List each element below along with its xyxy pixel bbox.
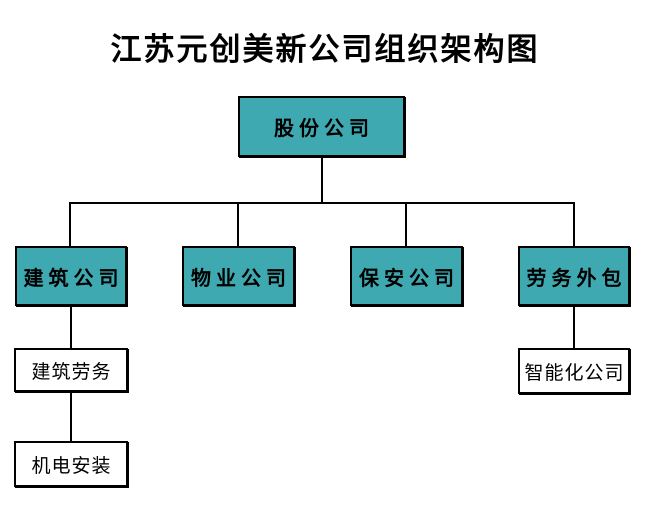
node-property-company-label: 物业公司 (191, 265, 291, 290)
connector-outsourcing-to-intelligent (573, 306, 575, 348)
node-construction-labor-label: 建筑劳务 (31, 360, 112, 383)
node-electromechanical-installation: 机电安装 (14, 441, 128, 487)
connector-construction-to-labor (70, 306, 72, 348)
connector-labor-to-installation (70, 392, 72, 441)
node-security-company-label: 保安公司 (359, 265, 459, 290)
connector-root-drop (321, 155, 323, 203)
node-property-company: 物业公司 (182, 246, 295, 306)
connector-drop-construction (69, 202, 71, 246)
node-intelligent-company-label: 智能化公司 (524, 361, 625, 384)
node-construction-labor: 建筑劳务 (14, 348, 128, 392)
node-security-company: 保安公司 (350, 246, 463, 306)
node-electromechanical-installation-label: 机电安装 (31, 454, 112, 477)
node-share-company-label: 股份公司 (274, 116, 374, 140)
node-labor-outsourcing-label: 劳务外包 (526, 265, 627, 290)
node-construction-company-label: 建筑公司 (23, 265, 124, 290)
connector-drop-outsourcing (573, 202, 575, 246)
connector-drop-property (237, 202, 239, 246)
node-intelligent-company: 智能化公司 (518, 348, 630, 394)
node-labor-outsourcing: 劳务外包 (518, 246, 630, 306)
org-chart-title: 江苏元创美新公司组织架构图 (110, 32, 540, 68)
node-construction-company: 建筑公司 (15, 246, 127, 306)
node-share-company: 股份公司 (238, 96, 405, 157)
connector-rail (70, 202, 575, 204)
connector-drop-security (405, 202, 407, 246)
